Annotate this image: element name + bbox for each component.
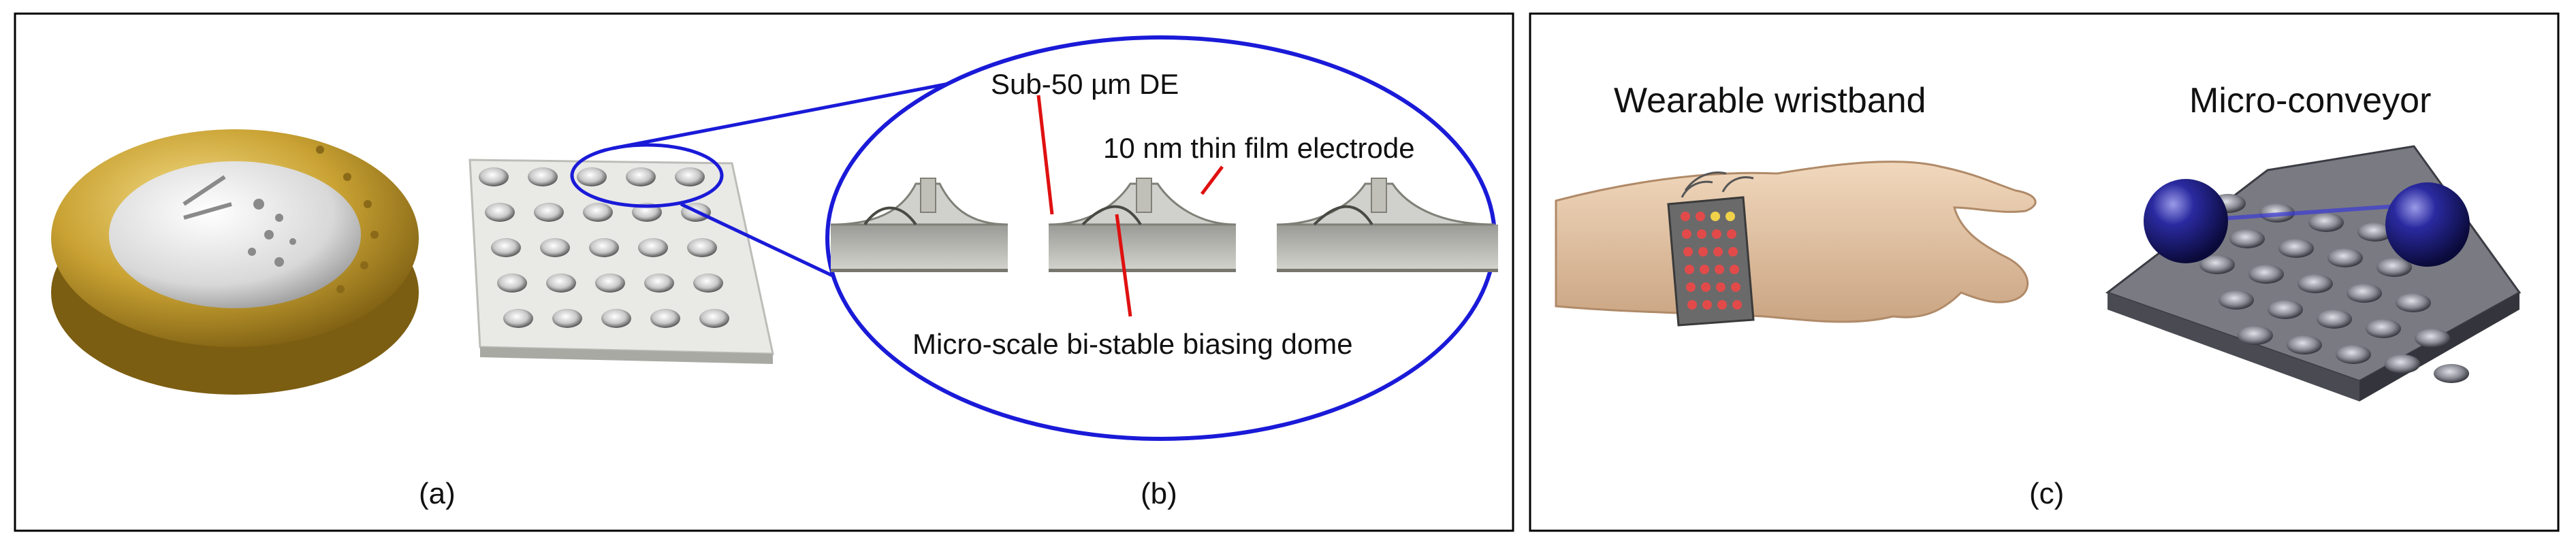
wristband-led — [1727, 229, 1736, 239]
array-dimple — [540, 238, 570, 257]
array-dimple — [644, 274, 674, 293]
wristband-led — [1683, 247, 1693, 257]
array-dimple — [583, 203, 613, 222]
sphere-left — [2144, 179, 2228, 263]
conveyor-dimple — [2219, 291, 2254, 310]
conveyor-dimple — [2229, 229, 2265, 248]
conveyor-dimple — [2248, 265, 2284, 284]
wristband-led — [1681, 212, 1690, 221]
conveyor-dimple — [2268, 300, 2303, 319]
caption-c: (c) — [2029, 477, 2064, 510]
conveyor-dimple — [2336, 345, 2371, 364]
conveyor-dimple — [2317, 310, 2352, 329]
dome-label: Micro-scale bi-stable biasing dome — [912, 328, 1353, 360]
wristband-led — [1713, 247, 1723, 257]
conveyor-dimple — [2297, 274, 2333, 293]
wristband-led — [1726, 212, 1735, 221]
conveyor-dimple — [2327, 248, 2363, 267]
wristband-led — [1728, 247, 1738, 257]
conveyor-dimple — [2238, 326, 2273, 345]
de-pointer — [1036, 95, 1054, 215]
conveyor-title: Micro-conveyor — [2189, 81, 2431, 120]
wristband-led — [1732, 300, 1742, 310]
array-dimple — [693, 274, 723, 293]
wristband-led — [1731, 282, 1740, 292]
conveyor-dimple — [2278, 239, 2314, 258]
wristband-led — [1702, 300, 1712, 310]
array-dimple — [589, 238, 619, 257]
de-label: Sub-50 µm DE — [991, 68, 1179, 100]
caption-a: (a) — [419, 477, 456, 510]
array-dimple — [626, 167, 656, 186]
array-dimple — [675, 167, 705, 186]
conveyor-dimple — [2357, 222, 2393, 242]
wristband-led — [1715, 265, 1724, 274]
wristband-led — [1712, 229, 1721, 239]
array-dimple — [638, 238, 668, 257]
array-dimple — [528, 167, 558, 186]
cross-section-view — [830, 178, 1498, 272]
conveyor-dimple — [2347, 284, 2382, 303]
electrode-pointer — [1200, 165, 1224, 195]
array-dimple — [534, 203, 564, 222]
conveyor-dimple — [2366, 319, 2401, 338]
caption-b: (b) — [1141, 477, 1177, 510]
array-dimple — [699, 309, 729, 328]
wristband-led — [1700, 265, 1709, 274]
wristband-led — [1716, 282, 1726, 292]
array-dimple — [479, 167, 509, 186]
wristband-led — [1698, 247, 1708, 257]
array-dimple — [650, 309, 680, 328]
wristband-led — [1701, 282, 1711, 292]
array-dimple — [601, 309, 631, 328]
wristband-led — [1687, 300, 1697, 310]
wristband-led — [1682, 229, 1691, 239]
wristband-led — [1697, 229, 1706, 239]
wristband-led — [1717, 300, 1727, 310]
array-dimple — [485, 203, 515, 222]
conveyor-dimple — [2385, 354, 2420, 374]
dome-pointer — [1115, 214, 1132, 317]
conveyor-dimple — [2434, 364, 2469, 383]
euro-coin — [51, 129, 419, 395]
conveyor-dimple — [2308, 213, 2344, 232]
array-dimple — [546, 274, 576, 293]
wristband-led — [1686, 282, 1696, 292]
array-dimple — [503, 309, 533, 328]
array-dimple — [491, 238, 521, 257]
conveyor-dimple — [2396, 293, 2431, 312]
wristband-led — [1685, 265, 1694, 274]
device-array — [468, 159, 774, 364]
micro-conveyor-illustration — [2105, 145, 2522, 401]
array-dimple — [552, 309, 582, 328]
wristband-led — [1711, 212, 1720, 221]
conveyor-dimple — [2287, 335, 2322, 354]
wristband-led — [1730, 265, 1739, 274]
conveyor-dimple — [2199, 255, 2235, 274]
array-dimple — [577, 167, 607, 186]
conveyor-dimple — [2415, 329, 2450, 348]
wristband-title: Wearable wristband — [1614, 81, 1926, 120]
wristband-led — [1696, 212, 1705, 221]
wearable-wristband-illustration — [1555, 161, 2037, 327]
electrode-label: 10 nm thin film electrode — [1103, 132, 1415, 164]
sphere-right — [2385, 182, 2470, 267]
array-dimple — [595, 274, 625, 293]
conveyor-dimple — [2376, 258, 2412, 277]
array-dimple — [687, 238, 717, 257]
array-dimple — [497, 274, 527, 293]
